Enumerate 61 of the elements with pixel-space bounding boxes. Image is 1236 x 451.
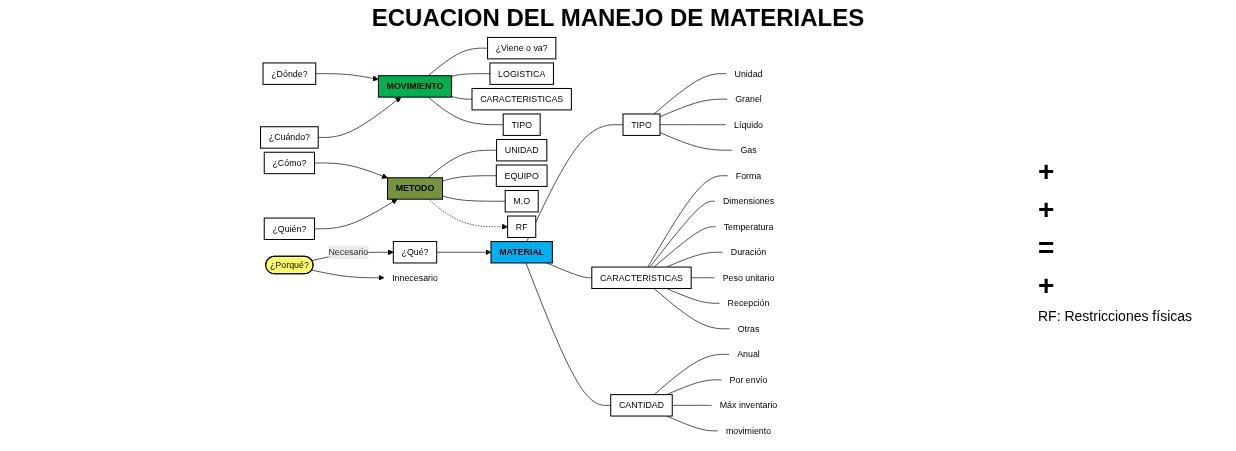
connector: [647, 175, 728, 268]
node-box: ¿Viene o va?: [487, 36, 557, 60]
connector: [442, 195, 506, 202]
edge-label: Necesario: [328, 246, 369, 258]
connector: [653, 353, 730, 395]
node-text: Temperatura: [723, 221, 774, 232]
node-text: Líquido: [734, 119, 764, 130]
node-box: M.O: [504, 190, 539, 213]
node-text: Gas: [740, 144, 757, 156]
note-text: RF: Restricciones físicas: [1038, 307, 1194, 324]
operator-sign: +: [1038, 193, 1056, 226]
connector: [666, 379, 722, 395]
node-box: ¿Dónde?: [262, 62, 317, 85]
node-box: MATERIAL: [490, 241, 553, 264]
node-text: Peso unitario: [722, 272, 775, 283]
connector: [659, 98, 728, 118]
node-text: Duración: [730, 246, 767, 258]
node-text: Recepción: [727, 298, 770, 309]
operator-sign: =: [1038, 231, 1056, 264]
connector: [427, 149, 497, 179]
connector: [653, 288, 730, 330]
node-box: ¿Qué?: [392, 241, 438, 264]
connector: [653, 73, 727, 115]
node-text: Máx inventario: [719, 400, 778, 411]
operator-sign: +: [1038, 155, 1056, 188]
node-box: TIPO: [622, 113, 661, 136]
node-text: Por envío: [729, 374, 768, 385]
connector: [659, 132, 733, 151]
node-box: MOVIMIENTO: [377, 75, 453, 98]
operator-sign: +: [1038, 269, 1056, 302]
connector: [451, 96, 473, 100]
node-text: Innecesario: [392, 272, 438, 283]
node-text: Forma: [735, 170, 762, 181]
node-text: Otras: [737, 323, 760, 334]
node-box: UNIDAD: [496, 139, 548, 162]
node-box: EQUIPO: [495, 164, 548, 187]
node-box: CANTIDAD: [610, 394, 673, 417]
node-box: RF: [507, 215, 537, 238]
node-box: METODO: [387, 177, 443, 200]
node-text: Dimensiones: [722, 195, 775, 207]
connector: [427, 47, 488, 77]
connector: [659, 124, 727, 126]
diagram-title: ECUACION DEL MANEJO DE MATERIALES: [371, 4, 865, 32]
connector: [442, 175, 497, 182]
node-box: ¿Quién?: [263, 217, 315, 240]
node-box: ¿Cuándo?: [260, 126, 319, 149]
node-box: LOGISTICA: [489, 62, 554, 85]
node-box: TIPO: [502, 113, 541, 136]
node-text: movimiento: [725, 425, 772, 436]
connector: [666, 251, 723, 268]
node-box: CARACTERISTICAS: [591, 266, 692, 289]
connector: [526, 124, 624, 242]
node-text: Anual: [737, 349, 760, 360]
node-text: Granel: [735, 93, 762, 105]
connector: [666, 288, 720, 304]
node-text: Unidad: [734, 68, 763, 79]
connector: [427, 96, 504, 126]
connector: [649, 200, 716, 268]
node-box: CARACTERISTICAS: [471, 87, 572, 111]
node-box: ¿Cómo?: [263, 151, 315, 175]
connector: [653, 226, 716, 268]
